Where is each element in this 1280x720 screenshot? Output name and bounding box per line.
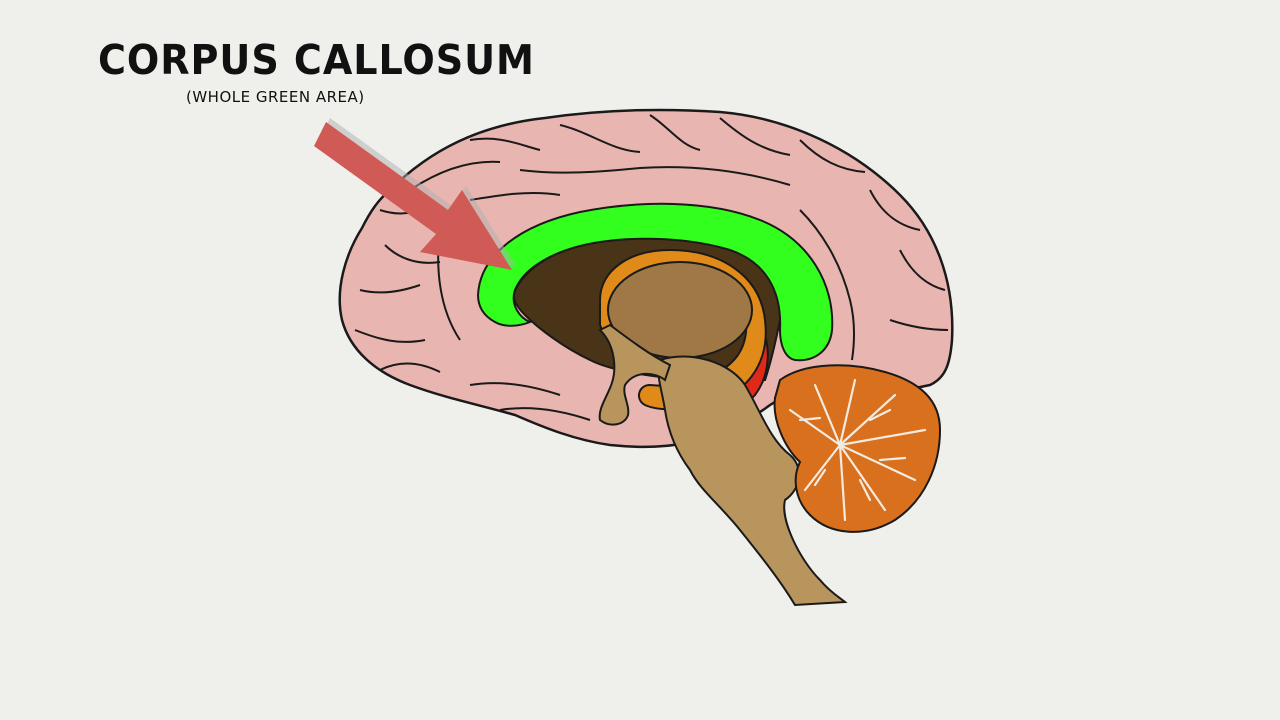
- hypothalamus: [598, 323, 672, 426]
- cerebellum: [773, 364, 942, 533]
- pointer-arrow: [314, 118, 516, 270]
- brainstem: [657, 355, 848, 607]
- gyri-lines: [354, 114, 949, 421]
- corpus-callosum: [476, 202, 834, 362]
- arbor-vitae: [788, 378, 927, 522]
- diagram-subtitle: (WHOLE GREEN AREA): [186, 88, 365, 106]
- diagram-title: CORPUS CALLOSUM: [98, 36, 535, 84]
